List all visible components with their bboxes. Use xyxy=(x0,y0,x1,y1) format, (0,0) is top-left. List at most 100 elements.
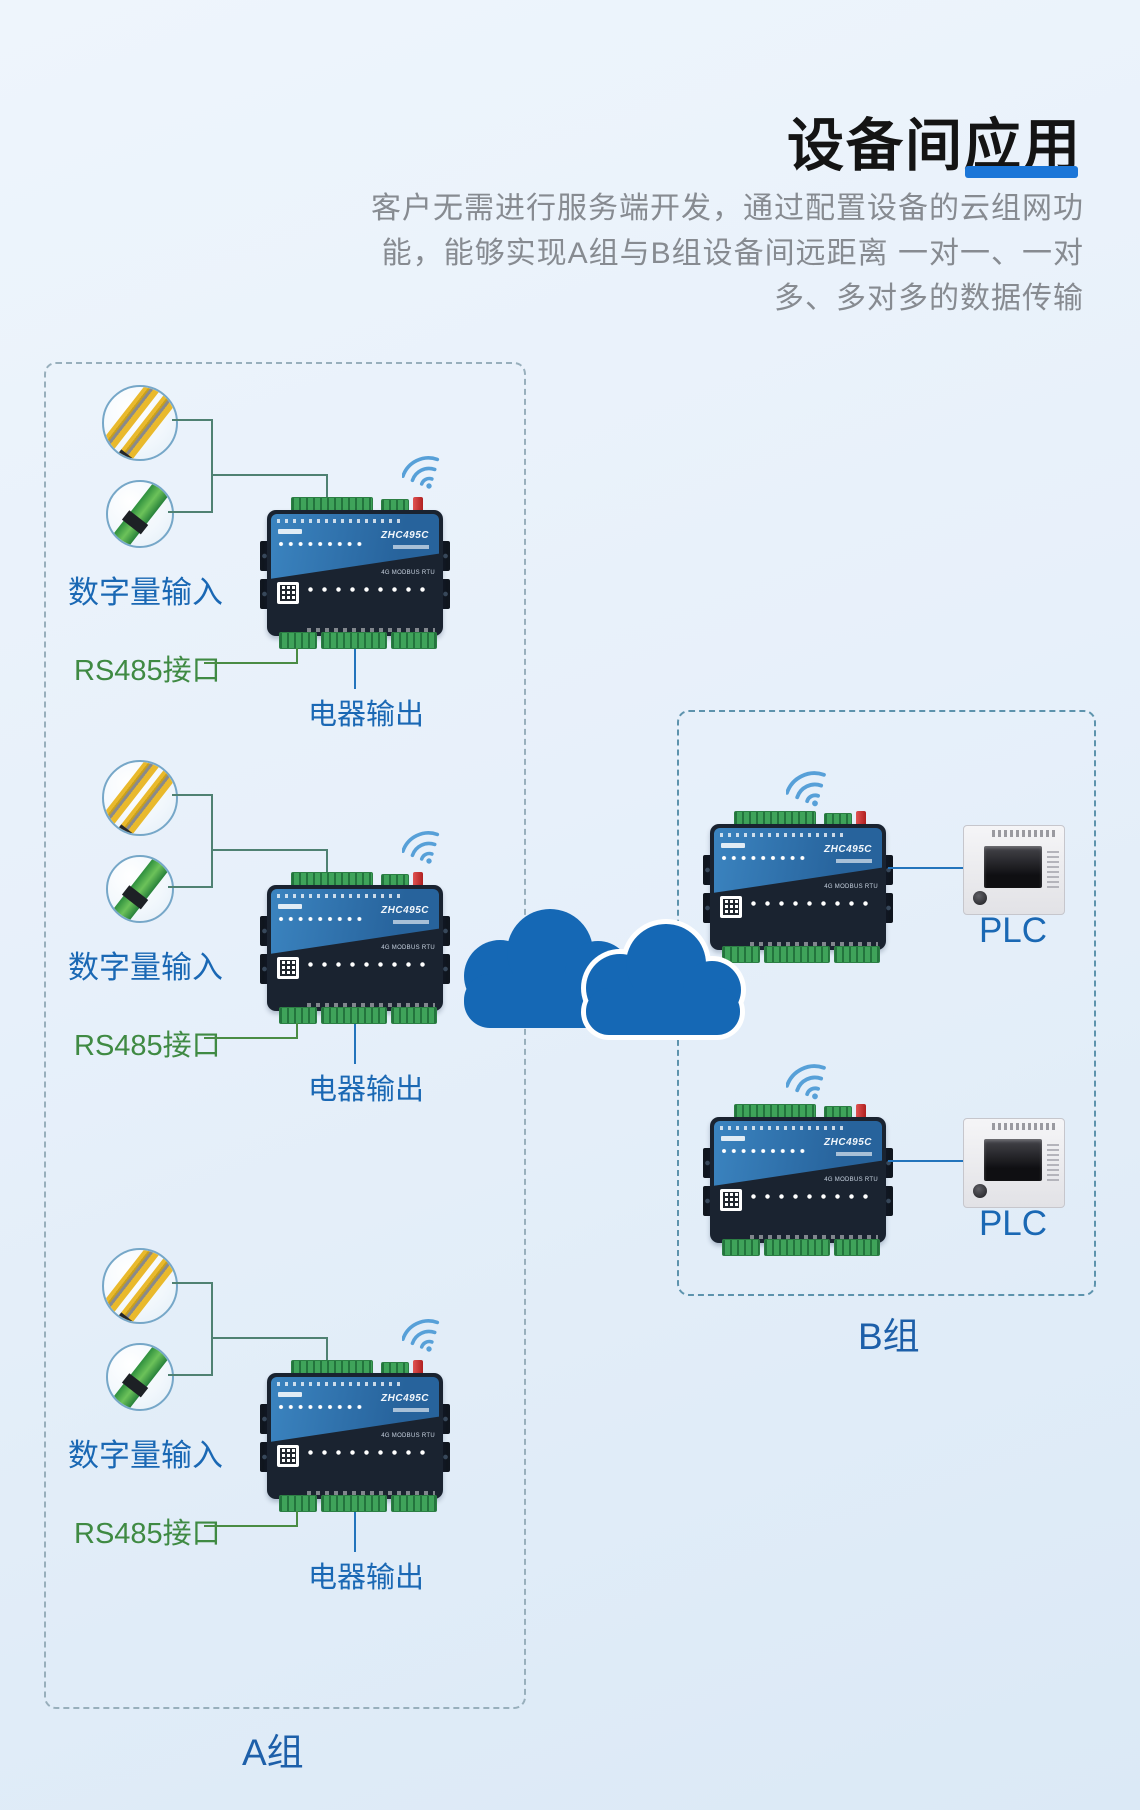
cable-sensor-photo xyxy=(106,480,174,548)
connector-line xyxy=(326,474,328,500)
terminal-block xyxy=(279,1007,317,1024)
title-underline xyxy=(965,166,1078,178)
terminal-block xyxy=(722,946,760,963)
device-body: ZHC495C 4G MODBUS RTU xyxy=(267,1373,443,1499)
rs485-label: RS485接口 xyxy=(74,655,221,687)
antenna-connector xyxy=(856,811,866,828)
antenna-connector xyxy=(413,497,423,514)
connector-line xyxy=(168,511,212,513)
terminal-block xyxy=(391,1007,437,1024)
terminal-block xyxy=(764,946,830,963)
rs485-line xyxy=(296,1023,298,1039)
wifi-signal-icon xyxy=(402,456,440,489)
device-type-label: 4G MODBUS RTU xyxy=(381,1433,435,1439)
led-indicators xyxy=(278,1404,366,1410)
light-curtain-sensor-photo xyxy=(102,1248,178,1324)
connector-line xyxy=(211,474,328,476)
cable-sensor-photo xyxy=(106,1343,174,1411)
led-indicators xyxy=(278,916,366,922)
plc-device xyxy=(963,825,1065,915)
intro-line-2: 能，能够实现A组与B组设备间远距离 一对一、一对 xyxy=(381,237,1084,270)
connector-line xyxy=(211,794,213,888)
output-line xyxy=(354,1024,356,1064)
rs485-label: RS485接口 xyxy=(74,1030,221,1062)
connector-line xyxy=(211,1282,213,1376)
brand-logo xyxy=(721,843,745,848)
terminal-block xyxy=(279,632,317,649)
group-a-unit: ZHC495C 4G MODBUS RTU 数字量输入 RS485接口 电器输出 xyxy=(60,385,525,735)
dtu-device: ZHC495C 4G MODBUS RTU xyxy=(260,872,450,1024)
connector-line xyxy=(168,886,212,888)
light-curtain-sensor-photo xyxy=(102,760,178,836)
cloud-icon xyxy=(464,909,746,1040)
light-curtain-sensor-photo xyxy=(102,385,178,461)
device-model: ZHC495C xyxy=(824,844,872,855)
group-a-box xyxy=(44,362,526,1709)
rs485-line xyxy=(296,648,298,664)
antenna-connector xyxy=(856,1104,866,1121)
device-model: ZHC495C xyxy=(824,1137,872,1148)
wifi-signal-icon xyxy=(402,1319,440,1352)
dtu-device: ZHC495C 4G MODBUS RTU xyxy=(703,811,893,963)
terminal-block xyxy=(834,1239,880,1256)
output-line xyxy=(354,649,356,689)
brand-logo xyxy=(278,904,302,909)
relay-output-label: 电器输出 xyxy=(308,1562,425,1594)
device-body: ZHC495C 4G MODBUS RTU xyxy=(710,824,886,950)
terminal-block xyxy=(391,1495,437,1512)
wifi-signal-icon xyxy=(786,771,826,807)
rs485-line xyxy=(204,662,298,664)
terminal-block xyxy=(391,632,437,649)
group-b-label: B组 xyxy=(858,1316,920,1357)
brand-logo xyxy=(278,529,302,534)
terminal-block xyxy=(321,632,387,649)
device-model: ZHC495C xyxy=(381,905,429,916)
digital-input-label: 数字量输入 xyxy=(68,950,223,985)
digital-input-label: 数字量输入 xyxy=(68,575,223,610)
terminal-block xyxy=(321,1007,387,1024)
device-type-label: 4G MODBUS RTU xyxy=(381,945,435,951)
group-a-unit: ZHC495C 4G MODBUS RTU 数字量输入 RS485接口 电器输出 xyxy=(60,1248,525,1598)
intro-text: 客户无需进行服务端开发，通过配置设备的云组网功 能，能够实现A组与B组设备间远距… xyxy=(204,186,1084,321)
brand-logo xyxy=(721,1136,745,1141)
terminal-block xyxy=(722,1239,760,1256)
led-indicators xyxy=(278,541,366,547)
qr-code xyxy=(720,1189,742,1211)
connector-line xyxy=(211,1337,328,1339)
relay-output-label: 电器输出 xyxy=(308,1074,425,1106)
device-plc-link-line xyxy=(888,1160,963,1162)
digital-input-label: 数字量输入 xyxy=(68,1438,223,1473)
intro-line-1: 客户无需进行服务端开发，通过配置设备的云组网功 xyxy=(371,192,1084,225)
device-plc-link-line xyxy=(888,867,963,869)
dtu-device: ZHC495C 4G MODBUS RTU xyxy=(260,497,450,649)
connector-line xyxy=(168,1374,212,1376)
plc-label: PLC xyxy=(978,911,1048,950)
brand-logo xyxy=(278,1392,302,1397)
wifi-signal-icon xyxy=(402,831,440,864)
device-model: ZHC495C xyxy=(381,1393,429,1404)
antenna-connector xyxy=(413,872,423,889)
dtu-device: ZHC495C 4G MODBUS RTU xyxy=(260,1360,450,1512)
connector-line xyxy=(211,849,328,851)
terminal-block xyxy=(834,946,880,963)
plc-device xyxy=(963,1118,1065,1208)
device-type-label: 4G MODBUS RTU xyxy=(381,570,435,576)
connector-line xyxy=(172,794,212,796)
cable-sensor-photo xyxy=(106,855,174,923)
device-model: ZHC495C xyxy=(381,530,429,541)
device-type-label: 4G MODBUS RTU xyxy=(824,884,878,890)
device-body: ZHC495C 4G MODBUS RTU xyxy=(267,885,443,1011)
group-a-unit: ZHC495C 4G MODBUS RTU 数字量输入 RS485接口 电器输出 xyxy=(60,760,525,1110)
rs485-line xyxy=(204,1037,298,1039)
connector-line xyxy=(172,419,212,421)
rs485-label: RS485接口 xyxy=(74,1518,221,1550)
connector-line xyxy=(172,1282,212,1284)
connector-line xyxy=(326,849,328,875)
dtu-device: ZHC495C 4G MODBUS RTU xyxy=(703,1104,893,1256)
relay-output-label: 电器输出 xyxy=(308,699,425,731)
group-a-label: A组 xyxy=(242,1732,304,1773)
qr-code xyxy=(277,957,299,979)
qr-code xyxy=(720,896,742,918)
led-indicators xyxy=(721,1148,809,1154)
